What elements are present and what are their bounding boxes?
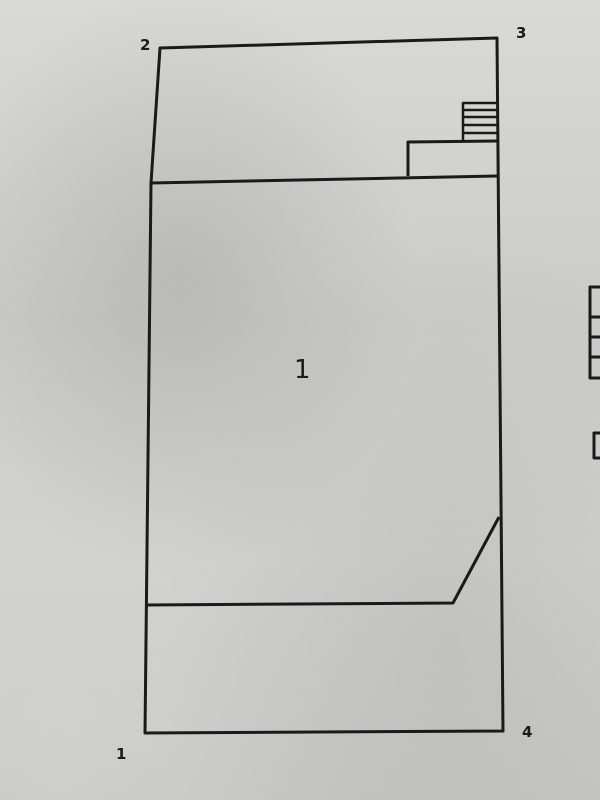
lower-divider-wall [145,516,501,607]
upper-divider-wall [150,174,498,185]
corner-label-2: 2 [140,36,151,54]
plot-outline [143,36,505,735]
room-label: 1 [294,355,311,385]
stairs-icon [461,101,497,141]
corner-label-4: 4 [522,723,533,741]
corner-label-3: 3 [516,24,527,42]
corner-label-1: 1 [116,745,127,763]
annex-block [406,139,498,176]
adjacent-drawing-fragment [588,285,600,460]
